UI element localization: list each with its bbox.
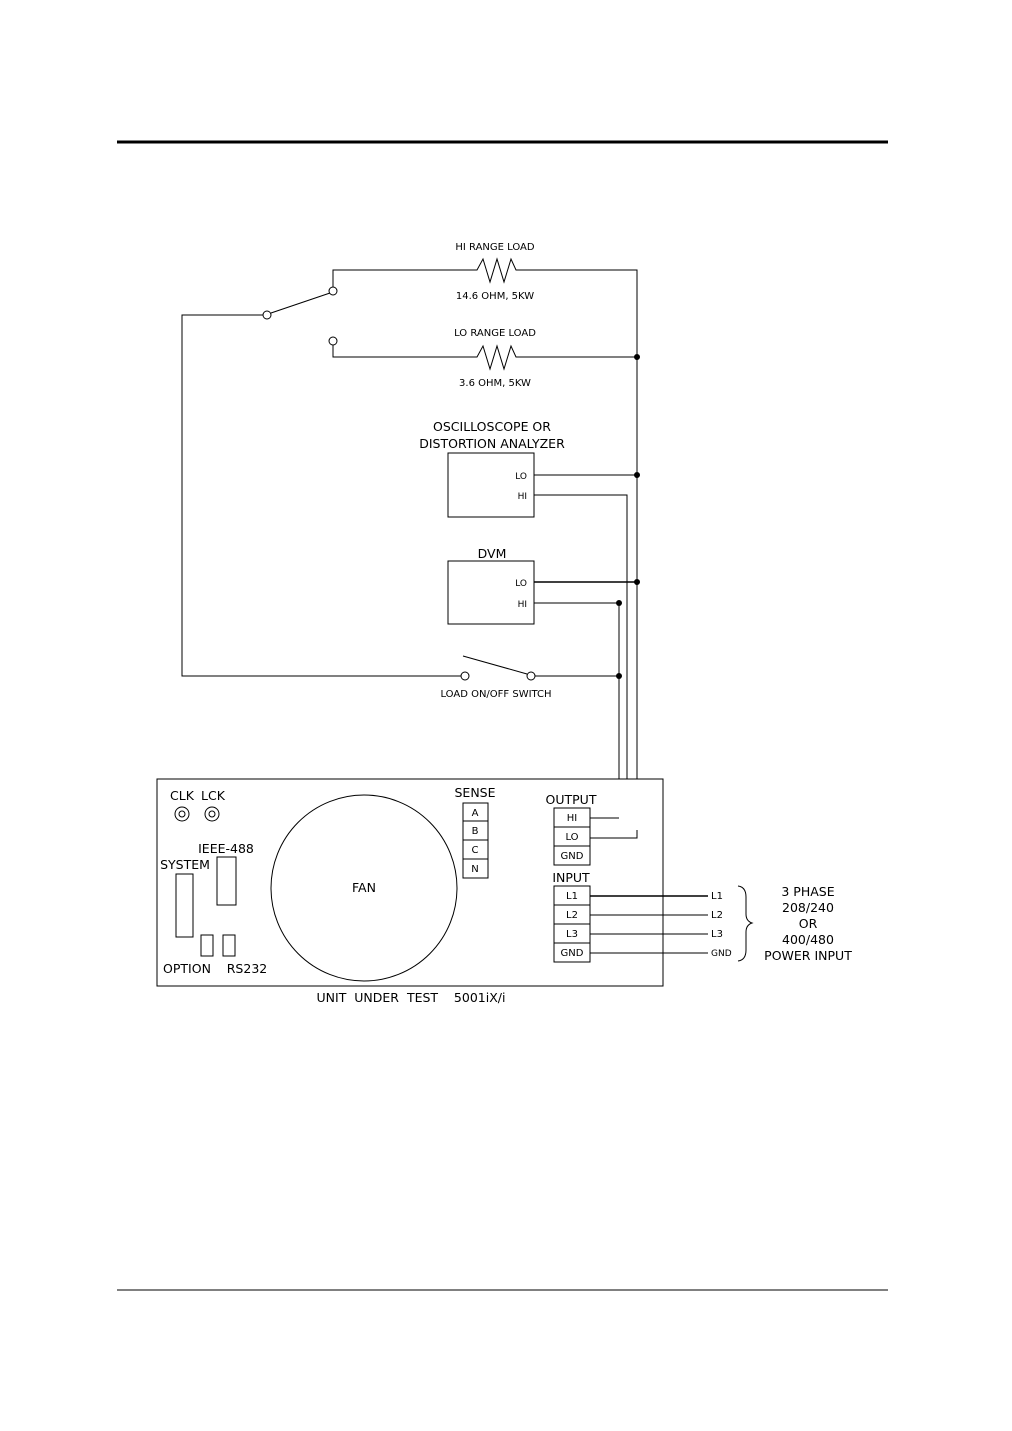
sense-b-label: B — [472, 826, 479, 837]
load-switch-label: LOAD ON/OFF SWITCH — [440, 689, 551, 700]
clk-label: CLK — [170, 788, 195, 803]
switch-return-wire — [181, 314, 461, 677]
hi-load-rating: 14.6 OHM, 5KW — [456, 291, 534, 302]
dvm-title: DVM — [478, 546, 507, 561]
sense-title: SENSE — [454, 785, 495, 800]
lo-range-contact — [328, 336, 338, 346]
sense-n-label: N — [471, 864, 478, 875]
hi-load-wire — [332, 257, 638, 831]
clk-connector — [174, 806, 190, 822]
oscilloscope-box — [447, 452, 535, 518]
scope-lo-label: LO — [515, 472, 527, 482]
output-lo-label: LO — [565, 832, 578, 843]
sense-c-label: C — [472, 845, 479, 856]
line-l1-label: L1 — [711, 891, 723, 902]
ieee-488-label: IEEE-488 — [198, 841, 254, 856]
junction-dot — [616, 600, 622, 606]
power-line-2: 208/240 — [782, 900, 834, 915]
rs232-connector — [222, 934, 236, 957]
input-l1-label: L1 — [566, 891, 578, 902]
power-line-4: 400/480 — [782, 932, 834, 947]
uut-caption: UNIT UNDER TEST 5001iX/i — [317, 990, 506, 1005]
clk-connector-pin — [178, 810, 186, 818]
input-gnd-label: GND — [561, 948, 584, 959]
load-switch-contact-right — [526, 671, 536, 681]
system-connector — [175, 873, 194, 938]
load-switch-blade — [462, 655, 528, 675]
scope-hi-wire — [534, 494, 628, 819]
lo-load-rating: 3.6 OHM, 5KW — [459, 378, 531, 389]
sense-a-label: A — [472, 808, 479, 819]
junction-dot — [616, 673, 622, 679]
lck-connector — [204, 806, 220, 822]
power-brace — [737, 885, 754, 962]
output-gnd-label: GND — [561, 851, 584, 862]
load-switch-contact-left — [460, 671, 470, 681]
range-switch-blade — [270, 292, 331, 314]
junction-dot — [634, 579, 640, 585]
system-label: SYSTEM — [160, 857, 210, 872]
option-connector — [200, 934, 214, 957]
power-line-5: POWER INPUT — [764, 948, 852, 963]
input-l3-label: L3 — [566, 929, 578, 940]
dvm-hi-label: HI — [518, 600, 527, 610]
lck-label: LCK — [201, 788, 226, 803]
dvm-lo-label: LO — [515, 579, 527, 589]
hi-range-contact — [328, 286, 338, 296]
power-line-1: 3 PHASE — [781, 884, 834, 899]
fan-circle — [270, 794, 458, 982]
ieee-488-connector — [216, 856, 237, 906]
fan-label: FAN — [352, 880, 376, 895]
hi-load-title: HI RANGE LOAD — [455, 242, 535, 253]
scope-title-2: DISTORTION ANALYZER — [419, 436, 565, 451]
lck-connector-pin — [208, 810, 216, 818]
sense-terminal-n — [462, 858, 489, 879]
scope-title-1: OSCILLOSCOPE OR — [433, 419, 551, 434]
dvm-box — [447, 560, 535, 625]
output-hi-label: HI — [567, 813, 577, 824]
lo-load-title: LO RANGE LOAD — [454, 328, 536, 339]
lo-load-wire — [332, 344, 637, 371]
power-line-3: OR — [799, 916, 818, 931]
input-title: INPUT — [552, 870, 590, 885]
junction-dot — [634, 472, 640, 478]
range-switch-pivot — [262, 310, 272, 320]
line-l3-label: L3 — [711, 929, 723, 940]
line-gnd-label: GND — [711, 949, 732, 959]
line-l2-label: L2 — [711, 910, 723, 921]
option-label: OPTION — [163, 961, 211, 976]
output-title: OUTPUT — [546, 792, 597, 807]
scope-hi-label: HI — [518, 492, 527, 502]
junction-dot — [634, 354, 640, 360]
input-l2-label: L2 — [566, 910, 578, 921]
rs232-label: RS232 — [227, 961, 267, 976]
output-terminal-gnd — [553, 845, 591, 866]
